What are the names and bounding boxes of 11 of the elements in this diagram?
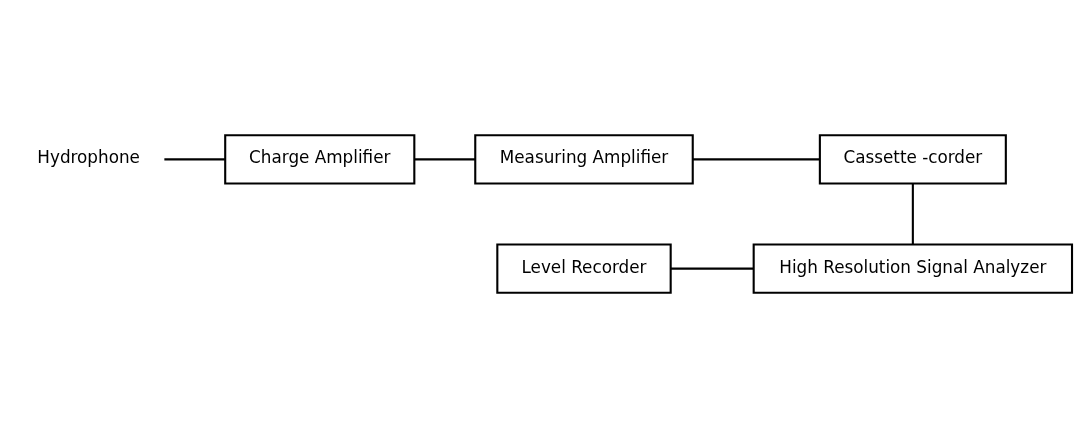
connector [164,158,225,161]
connector [670,267,754,270]
node-box: Cassette -corder [818,134,1007,185]
connector [414,158,476,161]
node-box: Charge Amplifier [224,134,416,185]
connector [911,183,914,245]
node-box: High Resolution Signal Analyzer [752,243,1074,294]
connector [692,158,820,161]
node-text: Hydrophone [37,147,140,168]
node-box: Measuring Amplifier [474,134,694,185]
node-box: Level Recorder [496,243,672,294]
